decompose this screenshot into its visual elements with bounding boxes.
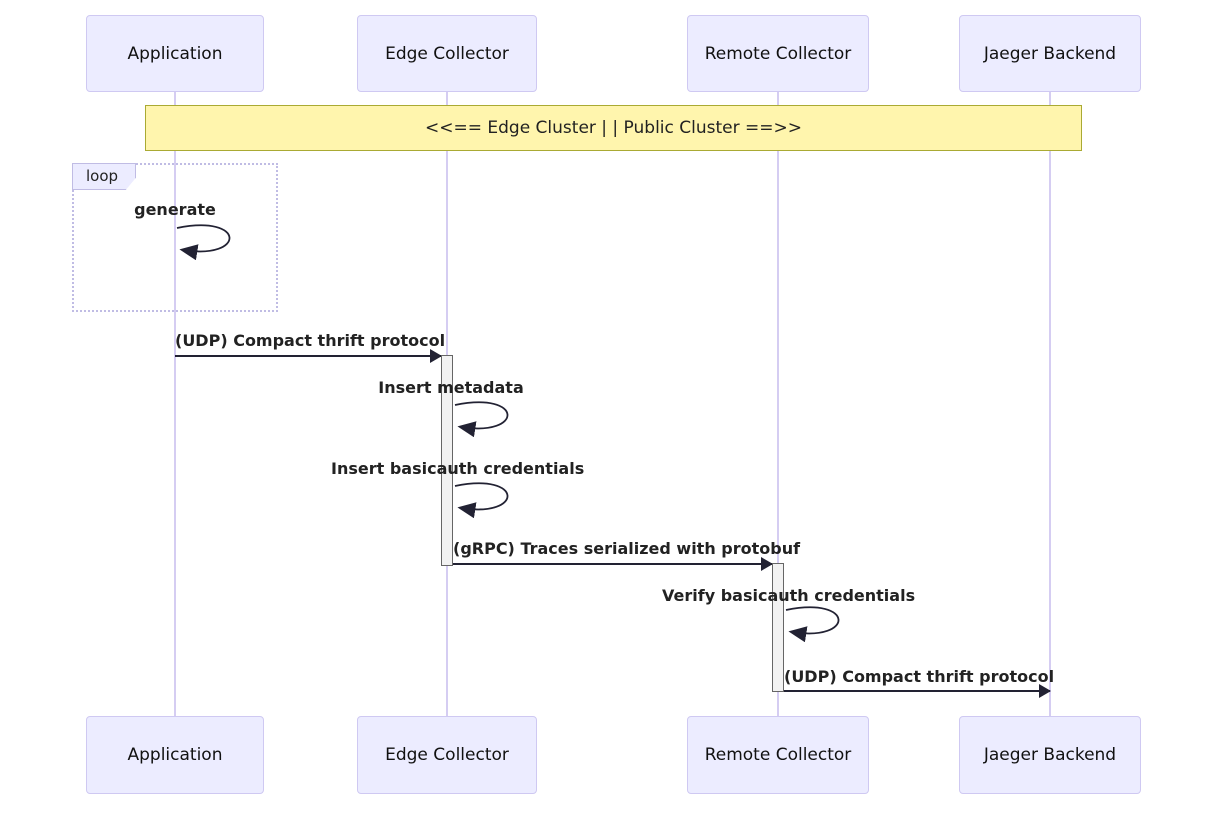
loop-frame	[72, 163, 278, 312]
message-arrow-udp-2	[784, 684, 1051, 698]
participant-edge-collector-top: Edge Collector	[357, 15, 537, 92]
message-label-insert-metadata: Insert metadata	[378, 378, 524, 397]
participant-label: Application	[127, 43, 223, 64]
activation-remote-collector	[772, 563, 784, 692]
participant-label: Remote Collector	[704, 43, 852, 64]
message-arrow-udp-1	[175, 349, 442, 363]
self-message-arrow-insert-basicauth	[454, 482, 509, 519]
message-arrow-grpc	[453, 557, 773, 571]
self-message-arrow-generate	[176, 224, 231, 261]
participant-label: Edge Collector	[385, 745, 509, 765]
participant-label: Jaeger Backend	[983, 745, 1117, 765]
participant-label: Jaeger Backend	[983, 43, 1117, 64]
participant-application-top: Application	[86, 15, 264, 92]
self-message-arrow-verify-basicauth	[785, 606, 840, 643]
participant-remote-collector-top: Remote Collector	[687, 15, 869, 92]
participant-edge-collector-bottom: Edge Collector	[357, 716, 537, 794]
message-label-udp-1: (UDP) Compact thrift protocol	[175, 331, 446, 350]
note-text: <<== Edge Cluster | | Public Cluster ==>…	[424, 118, 802, 138]
participant-label: Application	[127, 745, 223, 765]
lifeline-jaeger-backend	[1049, 92, 1051, 716]
participant-application-bottom: Application	[86, 716, 264, 794]
participant-remote-collector-bottom: Remote Collector	[687, 716, 869, 794]
loop-label: loop	[72, 163, 136, 190]
participant-label: Edge Collector	[385, 43, 509, 64]
lifeline-application	[174, 92, 176, 716]
participant-jaeger-backend-top: Jaeger Backend	[959, 15, 1141, 92]
activation-edge-collector	[441, 355, 453, 566]
self-message-arrow-insert-metadata	[454, 401, 509, 438]
message-label-grpc: (gRPC) Traces serialized with protobuf	[453, 539, 801, 558]
message-label-verify-basicauth: Verify basicauth credentials	[662, 586, 916, 605]
participant-label: Remote Collector	[704, 745, 852, 765]
message-label-insert-basicauth: Insert basicauth credentials	[331, 459, 585, 478]
message-label-generate: generate	[134, 200, 216, 219]
participant-jaeger-backend-bottom: Jaeger Backend	[959, 716, 1141, 794]
note-cluster-boundary: <<== Edge Cluster | | Public Cluster ==>…	[145, 105, 1082, 151]
message-label-udp-2: (UDP) Compact thrift protocol	[784, 667, 1055, 686]
lifeline-remote-collector	[777, 92, 779, 716]
